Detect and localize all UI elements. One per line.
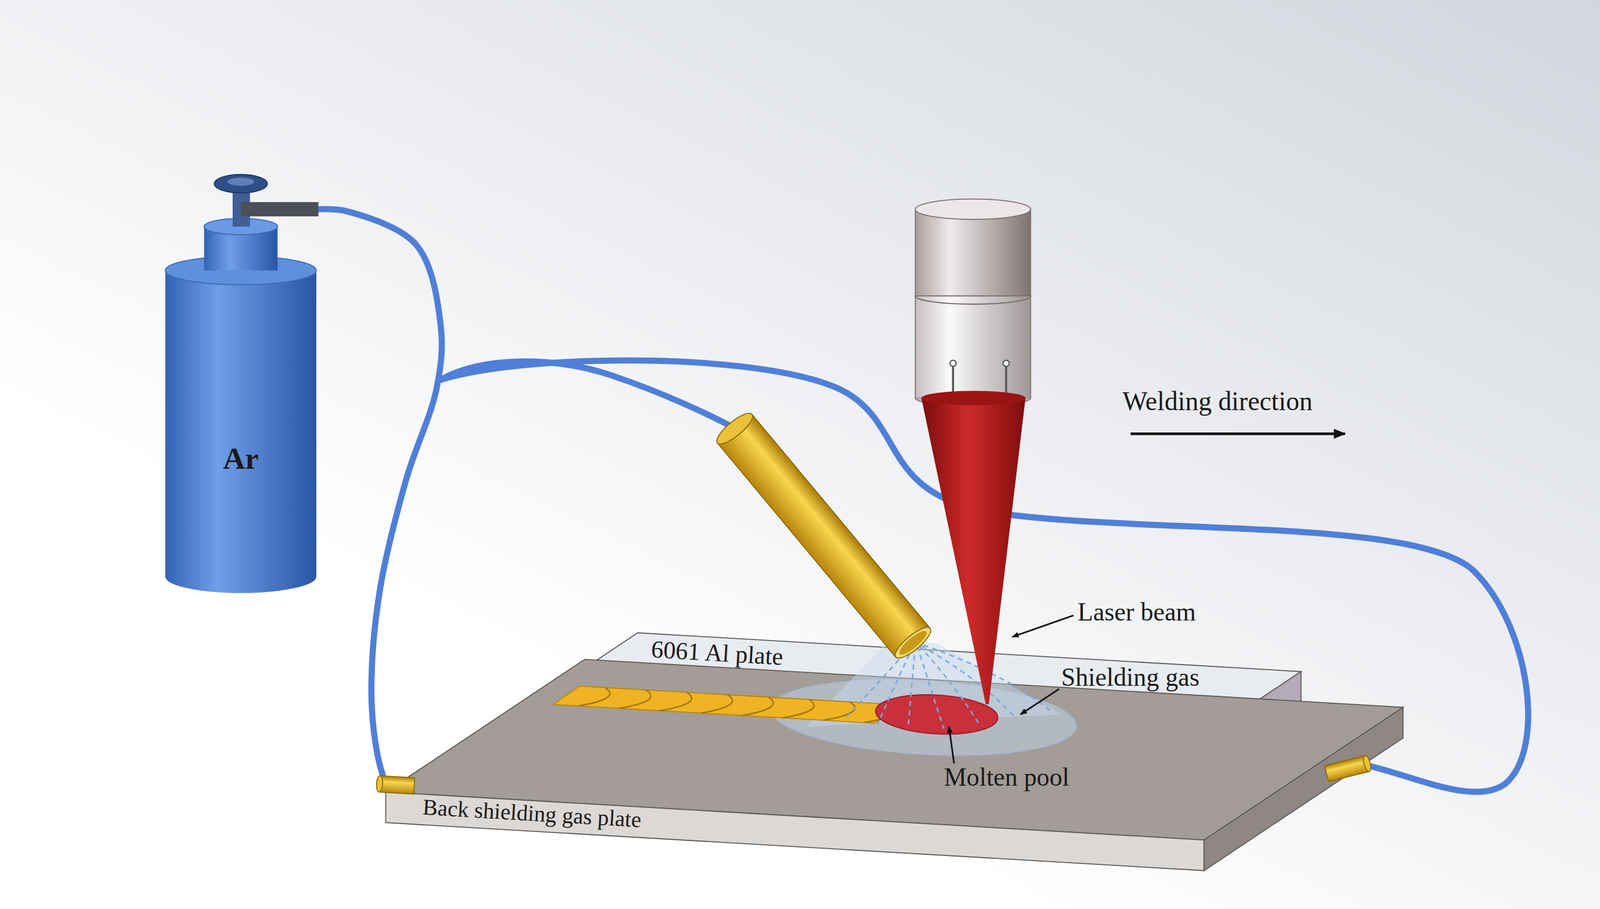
gas-flow-line — [877, 646, 914, 725]
fitting-end — [376, 775, 384, 793]
gas-flow-line — [917, 646, 944, 729]
gas-fitting — [1324, 754, 1372, 782]
laser-head-lower — [915, 295, 1031, 398]
laser-head-pin — [950, 360, 957, 367]
weld-bead — [552, 686, 901, 724]
gas-cylinder-shape — [163, 163, 319, 597]
gas-fitting — [376, 775, 415, 794]
valve-outlet — [241, 201, 319, 217]
laser-beam-cone — [921, 397, 1026, 705]
fitting-end — [1362, 754, 1373, 773]
callout-label: Laser beam — [1077, 598, 1197, 626]
nozzle-body — [717, 413, 930, 657]
laser-beam-top — [921, 391, 1026, 406]
laser-head-bottom — [915, 397, 1031, 407]
leader-line — [1020, 688, 1060, 715]
back-shielding-plate-shape — [385, 659, 1404, 871]
laser-head — [915, 209, 1031, 296]
gas-cylinder-label: Ar — [163, 440, 319, 475]
nozzle-back — [712, 408, 757, 449]
shielding-gas-spray — [806, 641, 1062, 727]
gas-flow-lines — [846, 644, 1052, 729]
leader-line — [948, 726, 954, 764]
direction-label: Welding direction — [1122, 387, 1313, 417]
gas-flow-line — [908, 646, 916, 729]
gas-flow-line — [921, 646, 1016, 718]
base-side — [1203, 707, 1404, 871]
base-front — [385, 791, 1204, 871]
nozzle-bore — [896, 627, 930, 658]
molten-pool — [874, 691, 1000, 737]
fitting-body — [1324, 755, 1370, 782]
fitting-body — [379, 775, 416, 794]
laser-head-pin — [952, 363, 955, 402]
bead-ripples — [578, 687, 896, 723]
valve-handwheel-hub — [227, 177, 255, 186]
gas-flow-line — [923, 644, 1052, 712]
gas-cylinder: Ar — [163, 163, 319, 597]
laser-head-pin — [1005, 363, 1008, 402]
laser-head-seam — [915, 295, 1031, 305]
laser-head-pin — [1003, 360, 1010, 367]
gas-hose — [318, 209, 442, 784]
direction-arrow — [1130, 432, 1346, 436]
cylinder-body — [165, 270, 317, 577]
nozzle-opening — [890, 622, 935, 663]
shielding-gas-cloud — [768, 671, 1079, 764]
gas-flow-line — [846, 646, 912, 717]
gas-nozzle — [712, 408, 936, 663]
laser-head-top — [915, 199, 1031, 220]
back-shielding-plate: Back shielding gas plate — [385, 659, 1404, 871]
valve-handwheel — [214, 174, 268, 194]
leader-line — [1011, 615, 1074, 637]
gas-flow-line — [919, 646, 980, 725]
